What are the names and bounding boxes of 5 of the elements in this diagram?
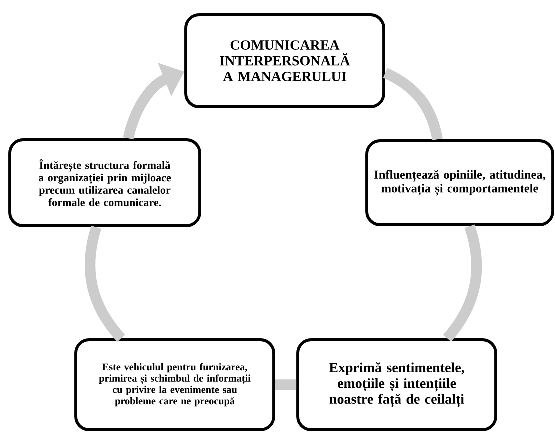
text-box: Influențează opiniile, atitudinea, motivația și comportamentele: [366, 140, 554, 226]
text-box: Întărește structura formală a organizației prin mijloace precum utilizarea canalelor formale de comunicare.: [8, 138, 202, 228]
text-box: Exprimă sentimentele, emoțiile și intențiile noastre față de ceilalți: [296, 338, 498, 432]
text-box: Este vehiculul pentru furnizarea, primirea și schimbul de informații cu privire la evenimente sau probleme care ne preocupă: [74, 338, 276, 432]
text-box: COMUNICAREA INTERPERSONALĂ A MANAGERULUI: [184, 14, 386, 108]
